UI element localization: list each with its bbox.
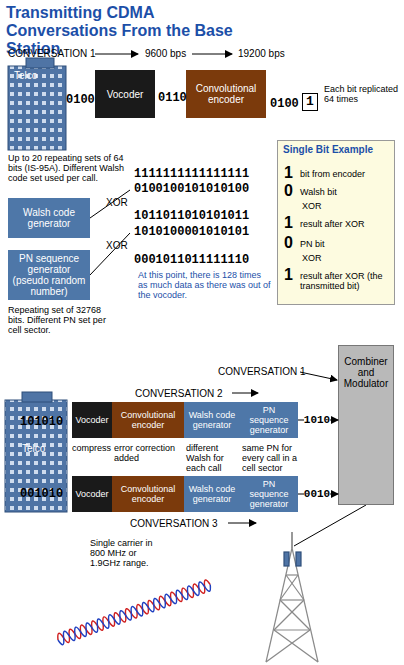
node-text: PN sequence generator (pseudo random num… [10, 253, 88, 297]
node-text: XOR [302, 201, 362, 211]
operator-label: XOR [106, 240, 128, 251]
walsh-generator-box: Walsh code generator [184, 402, 240, 438]
walsh-generator-box: Walsh code generator [184, 476, 240, 512]
pn-generator-box: PN sequence generator (pseudo random num… [8, 250, 90, 300]
bit-stream: 0110 [158, 92, 187, 105]
node-text: Walsh code generator [186, 484, 238, 504]
panel-heading: Single Bit Example [283, 145, 391, 155]
bit-stream: 101010 [20, 416, 63, 429]
vocoder-box: Vocoder [72, 402, 112, 438]
pn-bits: 1010100001010101 [134, 226, 249, 239]
building-label: Telco [14, 70, 37, 81]
bit-box: 1 [302, 93, 318, 111]
node-text: bit from encoder [300, 169, 394, 179]
node-text: result after XOR (the transmitted bit) [300, 271, 392, 291]
note-text: error correction added [114, 443, 182, 463]
note-text: same PN for every call in a cell sector [242, 443, 312, 473]
node-text: result after XOR [300, 219, 394, 229]
node-text: XOR [302, 253, 362, 263]
vocoder-box: Vocoder [72, 476, 112, 512]
pn-generator-box: PN sequence generator [240, 402, 298, 438]
note-text: Up to 20 repeating sets of 64 bits (IS-9… [8, 153, 130, 183]
node-text: Convolutional encoder [114, 410, 182, 430]
transmitted-bits: 0001011011111110 [134, 254, 249, 267]
bit-value: 1 [284, 165, 293, 181]
node-text: Convolutional encoder [114, 484, 182, 504]
conversation-label: CONVERSATION 1 [8, 48, 96, 59]
bit-value: 1 [284, 267, 293, 283]
node-text: Walsh bit [300, 187, 394, 197]
antenna-tower [266, 532, 318, 662]
note-text: Single carrier in 800 MHz or 1.9GHz rang… [90, 538, 162, 568]
node-text: Combiner and Modulator [341, 356, 391, 389]
conversation-label: CONVERSATION 1 [218, 366, 306, 377]
bit-value: 1 [284, 215, 293, 231]
walsh-generator-box: Walsh code generator [8, 198, 90, 238]
building-label: Telco [22, 443, 45, 454]
node-text: Walsh code generator [10, 207, 88, 229]
operator-label: XOR [106, 197, 128, 208]
example-panel: Single Bit Example 1 bit from encoder 0 Wals… [277, 140, 395, 305]
bit-value: 0 [284, 183, 293, 199]
bit-stream: 0100 [270, 98, 299, 111]
xor-leader-lines [90, 190, 130, 275]
rate-label: 9600 bps [145, 48, 186, 59]
conversation-label: CONVERSATION 2 [135, 388, 223, 399]
pn-generator-box: PN sequence generator [240, 476, 298, 512]
node-text: Convolutional encoder [188, 83, 264, 105]
edge-label: 0010 [304, 488, 330, 500]
node-text: Vocoder [75, 489, 108, 499]
conversation-label: CONVERSATION 3 [130, 518, 218, 529]
edge-label: 1010 [304, 414, 330, 426]
note-text: At this point, there is 128 times as muc… [138, 270, 273, 300]
telco-building [8, 58, 66, 150]
vocoder-box: Vocoder [95, 70, 155, 118]
node-text: PN sequence generator [242, 479, 296, 509]
encoder-box: Convolutional encoder [112, 402, 184, 438]
bit-stream: 001010 [20, 488, 63, 501]
node-text: Walsh code generator [186, 410, 238, 430]
walsh-bits: 1111111111111111 [134, 168, 249, 181]
telco-building [5, 392, 67, 512]
bit-stream: 0100 [66, 94, 95, 107]
encoder-box: Convolutional encoder [186, 70, 266, 118]
rate-label: 19200 bps [238, 48, 285, 59]
xor-result-bits: 1011011010101011 [134, 210, 249, 223]
combiner-box: Combiner and Modulator [338, 345, 394, 505]
node-text: PN sequence generator [242, 405, 296, 435]
walsh-bits: 0100100101010100 [134, 183, 249, 196]
bit-value: 0 [284, 235, 293, 251]
note-text: different Walsh for each call [186, 443, 240, 473]
node-text: 1 [306, 97, 314, 107]
node-text: Vocoder [75, 415, 108, 425]
note-text: compress [72, 443, 112, 453]
node-text: PN bit [300, 239, 394, 249]
radio-wave [56, 579, 212, 646]
encoder-box: Convolutional encoder [112, 476, 184, 512]
note-text: Each bit replicated 64 times [324, 84, 402, 104]
node-text: Vocoder [107, 89, 144, 100]
note-text: Repeating set of 32768 bits. Different P… [8, 305, 108, 335]
